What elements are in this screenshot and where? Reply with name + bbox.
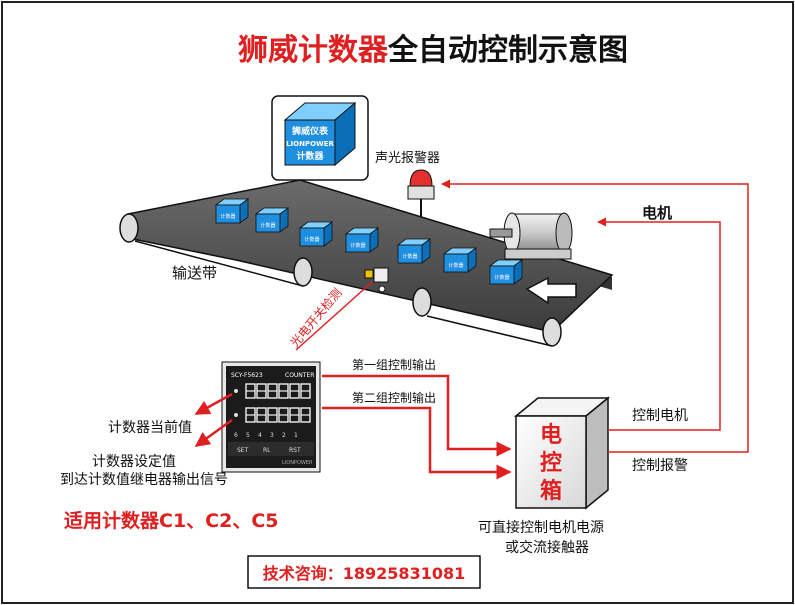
device-key-set: SET <box>237 447 249 454</box>
set-value-display <box>234 407 311 423</box>
counter-device: SCY-F5623 COUNTER 6 5 4 3 2 1 SET RL RST LION… <box>221 361 321 473</box>
contact-box <box>247 555 481 589</box>
group2-label: 第二组控制输出 <box>352 390 436 405</box>
belt-box-label: 计数器 <box>402 253 417 260</box>
belt-box: 计数器 <box>442 247 478 273</box>
control-box-char3: 箱 <box>540 478 562 504</box>
product-box-line1: 狮威仪表 <box>291 125 329 137</box>
display-led <box>234 389 238 393</box>
title-rest: 全自动控制示意图 <box>387 33 628 68</box>
device-brand: LIONPOWER <box>282 460 313 466</box>
power-line1-label: 可直接控制电机电源 <box>478 519 604 536</box>
relay-note-label: 到达计数值继电器输出信号 <box>60 472 228 488</box>
motor-label: 电机 <box>642 204 672 222</box>
current-value-label: 计数器当前值 <box>108 419 192 436</box>
group1-arrow <box>322 374 512 457</box>
belt-box: 计数器 <box>396 238 432 264</box>
contact-text: 技术咨询：18925831081 <box>263 564 465 583</box>
belt-box: 计数器 <box>298 221 334 247</box>
belt-box-label: 计数器 <box>220 213 235 220</box>
power-line2-label: 或交流接触器 <box>505 539 589 556</box>
product-box-line2: LIONPOWER <box>286 140 334 148</box>
conveyor-belt <box>119 179 614 347</box>
alarm-light-icon <box>407 169 435 222</box>
group1-label: 第一组控制输出 <box>352 357 436 372</box>
belt-box-label: 计数器 <box>494 274 509 281</box>
indicator-number: 4 <box>258 432 262 439</box>
current-value-display <box>234 383 311 399</box>
display-led <box>234 413 238 417</box>
indicator-number: 1 <box>294 432 298 439</box>
belt-box-label: 计数器 <box>350 242 365 249</box>
indicator-row: 6 5 4 3 2 1 <box>234 432 298 439</box>
motor-control-line <box>597 217 721 431</box>
conveyor-label: 输送带 <box>172 264 217 282</box>
product-box-illustration: 狮威仪表 LIONPOWER 计数器 <box>271 95 369 181</box>
belt-box-label: 计数器 <box>448 262 463 269</box>
title-brand: 狮威计数器 <box>238 33 389 68</box>
device-key-rl: RL <box>263 447 271 454</box>
motor-icon <box>489 212 573 260</box>
belt-box: 计数器 <box>254 207 290 233</box>
ctrl-motor-label: 控制电机 <box>632 408 688 424</box>
device-header: COUNTER <box>285 372 314 379</box>
product-box-line3: 计数器 <box>296 150 324 162</box>
photoelectric-sensor-icon <box>364 267 389 293</box>
belt-box-label: 计数器 <box>260 222 275 229</box>
set-value-pointer <box>194 418 233 448</box>
ctrl-alarm-label: 控制报警 <box>632 458 688 474</box>
belt-box: 计数器 <box>344 227 380 253</box>
device-model: SCY-F5623 <box>231 372 263 379</box>
control-box: 电 控 箱 <box>513 396 611 510</box>
belt-box-label: 计数器 <box>304 236 319 243</box>
indicator-number: 5 <box>246 432 250 439</box>
set-value-label: 计数器设定值 <box>92 454 176 470</box>
control-box-char1: 电 <box>540 423 562 448</box>
group2-arrow <box>322 406 512 480</box>
applicable-models: 适用计数器C1、C2、C5 <box>64 509 279 532</box>
alarm-label: 声光报警器 <box>375 150 440 166</box>
indicator-number: 2 <box>282 432 286 439</box>
current-value-pointer <box>194 392 233 416</box>
belt-box: 计数器 <box>214 198 250 224</box>
control-box-char2: 控 <box>540 450 562 476</box>
sensor-line <box>295 281 373 351</box>
device-key-rst: RST <box>289 447 301 454</box>
alarm-control-line <box>441 179 749 453</box>
indicator-number: 6 <box>234 432 238 439</box>
indicator-number: 3 <box>270 432 274 439</box>
belt-box: 计数器 <box>488 259 524 285</box>
